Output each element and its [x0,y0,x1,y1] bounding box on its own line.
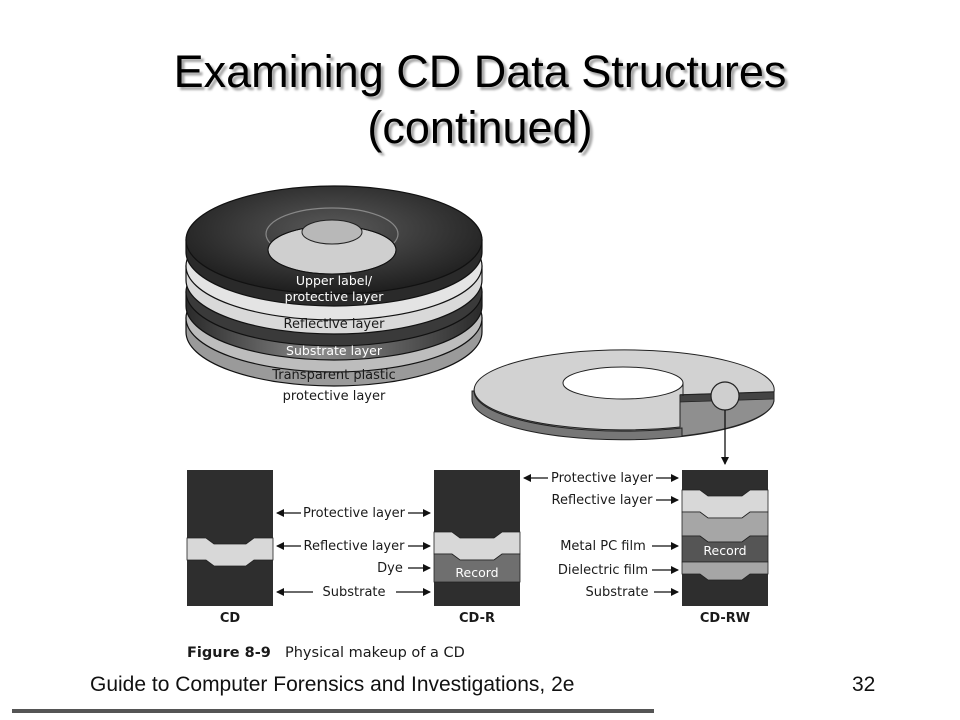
cd-rw-record: Record [703,543,746,558]
cd-rw-name: CD-RW [700,611,750,626]
stacked-disc-illustration: Upper label/ protective layer Reflective… [185,185,483,404]
label-substrate-layer: Substrate layer [286,343,383,358]
cd-name: CD [220,611,241,626]
caption-number: Figure 8-9 [187,645,271,661]
magnifier-circle [710,381,740,411]
label-cd-reflective-layer: Reflective layer [304,539,406,554]
label-rw-protective-layer: Protective layer [551,471,654,486]
footer-course-title: Guide to Computer Forensics and Investig… [90,673,575,696]
label-cd-protective-layer: Protective layer [303,506,406,521]
label-upper-label-1: Upper label/ [296,273,373,288]
label-reflective-layer: Reflective layer [284,317,386,332]
cd-r-name: CD-R [459,611,495,626]
slide-title: Examining CD Data Structures (continued) [0,44,960,156]
label-transparent-plastic-1: Transparent plastic [271,368,396,383]
label-cd-substrate: Substrate [322,585,385,600]
label-rw-substrate: Substrate [585,585,648,600]
label-rw-dielectric-film: Dielectric film [558,563,648,578]
right-labels: Protective layer Reflective layer Metal … [523,471,679,600]
cd-diagram: CD [186,470,274,626]
label-rw-reflective-layer: Reflective layer [552,493,654,508]
middle-labels: Protective layer Reflective layer Dye Su… [276,506,431,600]
label-cd-r-dye: Dye [377,561,403,576]
disc-layer-upper-label [185,185,483,307]
footer-rule [12,709,654,713]
figure-caption: Figure 8-9 Physical makeup of a CD [187,645,465,661]
label-rw-metal-pc-film: Metal PC film [560,539,646,554]
title-line-2: (continued) [367,102,593,153]
cutaway-disc [471,349,775,465]
cd-rw-diagram: Record CD-RW [681,470,769,626]
label-upper-label-2: protective layer [285,289,385,304]
title-line-1: Examining CD Data Structures [173,46,787,97]
cd-r-record: Record [455,565,498,580]
cd-r-diagram: Record CD-R [433,470,521,626]
page-number: 32 [852,673,876,696]
caption-text: Physical makeup of a CD [285,645,465,661]
label-transparent-plastic-2: protective layer [283,389,386,404]
